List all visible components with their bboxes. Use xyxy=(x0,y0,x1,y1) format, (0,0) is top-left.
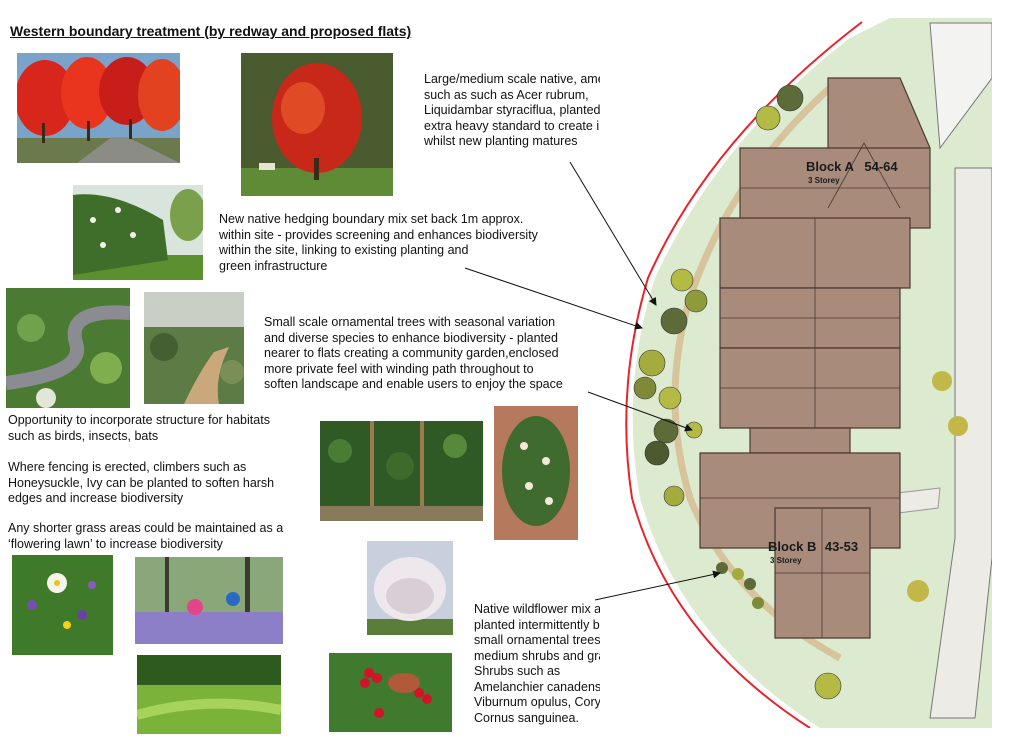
block-a-name: Block A xyxy=(806,159,854,174)
note-trees: Large/medium scale native, amenity trees… xyxy=(424,72,655,148)
photo-garden-path xyxy=(6,288,130,408)
note-habitats: Opportunity to incorporate structure for… xyxy=(8,413,270,443)
block-a-units: 54-64 xyxy=(864,159,898,174)
page-title: Western boundary treatment (by redway an… xyxy=(10,23,412,39)
site-plan-drawing xyxy=(600,18,993,729)
note-hedging: New native hedging boundary mix set back… xyxy=(219,212,538,273)
photo-climbing-rose xyxy=(494,406,578,540)
photo-gravel-path xyxy=(144,292,244,404)
block-b-units: 43-53 xyxy=(824,539,859,554)
block-b-name: Block B xyxy=(768,539,817,554)
block-a-storeys: 3 Storey xyxy=(808,176,840,185)
photo-ivy-fence xyxy=(320,421,483,521)
block-a-label: Block A 54-64 3 Storey xyxy=(806,158,898,185)
block-b-storeys: 3 Storey xyxy=(770,556,802,565)
photo-red-maple-avenue xyxy=(17,53,180,163)
photo-crocus-lawn xyxy=(135,557,283,644)
note-ornamental: Small scale ornamental trees with season… xyxy=(264,315,563,391)
note-fencing: Where fencing is erected, climbers such … xyxy=(8,460,275,505)
photo-mown-meadow xyxy=(137,655,281,734)
note-lawn: Any shorter grass areas could be maintai… xyxy=(8,521,284,551)
photo-hedge xyxy=(73,185,203,280)
red-boundary-line xyxy=(625,21,863,729)
site-plan: Block A 54-64 3 Storey Block B 43-53 3 S… xyxy=(600,18,993,729)
photo-flowering-shrub xyxy=(367,541,453,635)
photo-wildflowers xyxy=(12,555,113,655)
block-b-label: Block B 43-53 3 Storey xyxy=(768,538,858,565)
photo-viburnum-berries xyxy=(329,653,452,732)
photo-red-tree xyxy=(241,53,393,196)
